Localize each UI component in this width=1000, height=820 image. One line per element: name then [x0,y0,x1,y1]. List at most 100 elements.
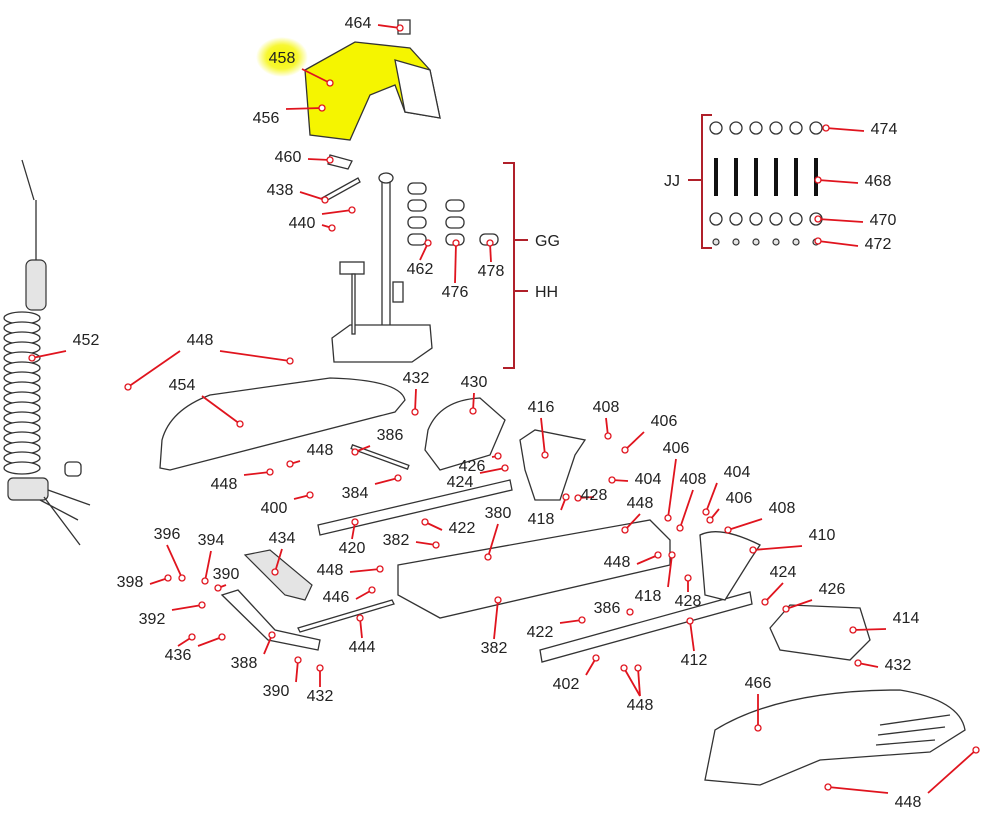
callout-478[interactable]: 478 [478,239,505,280]
callout-384[interactable]: 384 [342,474,402,502]
callout-404[interactable]: 404 [608,471,661,488]
leader-dot [326,156,334,164]
callout-404[interactable]: 404 [702,464,750,516]
leader-dot [351,518,359,526]
rod [351,273,356,335]
callout-444[interactable]: 444 [349,614,376,656]
callout-382[interactable]: 382 [481,596,508,657]
callout-432[interactable]: 432 [854,657,911,674]
leader-dot [214,584,222,592]
callout-406[interactable]: 406 [663,440,690,522]
leader-line [624,513,641,531]
callout-448[interactable]: 448 [620,664,653,714]
part-444 [297,599,395,633]
callout-462[interactable]: 462 [407,239,434,278]
callout-464[interactable]: 464 [345,15,404,32]
leader-line [31,350,67,359]
callout-394[interactable]: 394 [198,532,225,585]
callout-438[interactable]: 438 [267,182,329,204]
callout-412[interactable]: 412 [681,617,708,669]
callout-410[interactable]: 410 [749,527,835,554]
leader-line [197,636,223,647]
part-number-label: 408 [769,500,796,517]
callout-400[interactable]: 400 [261,491,314,517]
leader-line [705,482,718,513]
leader-dot [316,664,324,672]
callout-476[interactable]: 476 [442,239,469,301]
callout-448[interactable]: 448 [317,562,384,579]
callout-448[interactable]: 448 [124,332,294,391]
washer-470 [729,212,743,226]
leader-dot [28,354,36,362]
callout-408[interactable]: 408 [593,399,620,440]
callout-436[interactable]: 436 [165,633,226,664]
callout-422[interactable]: 422 [421,518,475,537]
callout-414[interactable]: 414 [849,610,919,634]
callout-428[interactable]: 428 [675,574,702,610]
callout-424[interactable]: 424 [761,564,796,606]
callout-418[interactable]: 418 [635,551,676,605]
callout-420[interactable]: 420 [339,518,366,557]
leader-dot [326,79,334,87]
callout-416[interactable]: 416 [528,399,555,459]
callout-380[interactable]: 380 [484,505,512,561]
callout-432[interactable]: 432 [307,664,334,705]
callout-426[interactable]: 426 [459,452,502,475]
callout-386[interactable]: 386 [594,600,634,617]
callout-402[interactable]: 402 [553,654,600,693]
callout-448[interactable]: 448 [286,442,333,468]
callout-398[interactable]: 398 [117,574,172,591]
callout-434[interactable]: 434 [269,530,296,576]
part-number-label: 408 [680,471,707,488]
callout-428[interactable]: 428 [574,487,608,504]
callout-474[interactable]: 474 [822,121,897,138]
callout-392[interactable]: 392 [139,601,206,628]
callout-418[interactable]: 418 [528,493,570,528]
callout-430[interactable]: 430 [461,374,488,415]
callout-408[interactable]: 408 [724,500,796,534]
callout-466[interactable]: 466 [745,675,772,732]
leader-dot [188,633,196,641]
callout-456[interactable]: 456 [253,104,326,127]
part-number-label: 464 [345,15,372,32]
callout-390[interactable]: 390 [213,566,240,592]
callout-440[interactable]: 440 [289,206,356,232]
callout-424[interactable]: 424 [447,464,509,491]
callout-426[interactable]: 426 [782,581,845,613]
connector [392,281,404,303]
part-number-label: 452 [73,332,100,349]
callout-406[interactable]: 406 [706,490,752,524]
callout-454[interactable]: 454 [169,377,244,428]
washer-474 [769,121,783,135]
callout-386[interactable]: 386 [351,427,403,456]
callout-468[interactable]: 468 [814,173,891,190]
callout-382[interactable]: 382 [383,532,440,549]
callout-388[interactable]: 388 [231,631,276,672]
leader-line [624,431,645,451]
callout-422[interactable]: 422 [527,616,586,641]
callout-396[interactable]: 396 [154,526,186,582]
leader-dot [761,598,769,606]
callout-448[interactable]: 448 [211,468,274,493]
link-420 [317,479,513,536]
callout-452[interactable]: 452 [28,332,100,362]
callout-460[interactable]: 460 [275,149,334,166]
column-base [331,324,433,363]
leader-dot [972,746,980,754]
callout-390[interactable]: 390 [263,656,302,700]
callout-448[interactable]: 448 [824,746,980,811]
callout-458[interactable]: 458 [269,50,334,87]
part-number-label: 428 [581,487,608,504]
callout-408[interactable]: 408 [676,471,707,532]
leader-dot [621,526,629,534]
callout-406[interactable]: 406 [621,413,677,454]
leader-line [274,548,283,573]
callout-446[interactable]: 446 [323,586,376,606]
callout-448[interactable]: 448 [621,495,653,534]
callout-470[interactable]: 470 [814,212,896,229]
callout-432[interactable]: 432 [403,370,430,416]
part-number-label: 390 [213,566,240,583]
callout-448[interactable]: 448 [604,551,662,571]
leader-line [785,599,813,610]
callout-472[interactable]: 472 [814,236,891,253]
